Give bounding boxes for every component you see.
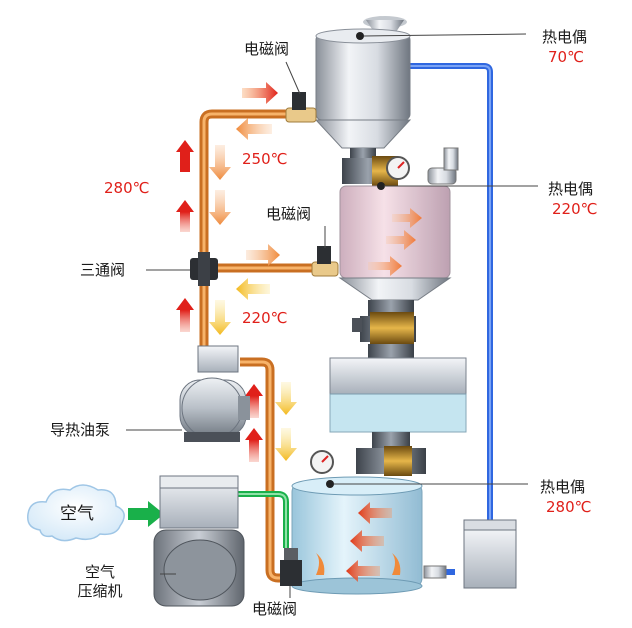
heating-coil xyxy=(356,446,426,476)
air-flow-arrow xyxy=(128,501,164,527)
three-way-valve xyxy=(190,252,218,286)
solenoid-valve-top xyxy=(286,92,316,122)
air-pipe xyxy=(238,494,286,548)
air-compressor-label-line1: 空气 xyxy=(70,563,130,581)
middle-reactor xyxy=(340,186,450,316)
flow-arrow xyxy=(242,82,278,104)
thermocouple-probe xyxy=(326,480,334,488)
pressure-gauge xyxy=(387,157,409,179)
air-compressor-label-line2: 压缩机 xyxy=(70,582,130,600)
flow-arrow xyxy=(245,384,263,462)
air-compressor xyxy=(154,476,244,606)
connector-pipe xyxy=(368,344,414,358)
condenser-box xyxy=(330,358,466,450)
side-fitting xyxy=(428,148,458,184)
flow-arrow xyxy=(209,145,231,335)
thermocouple-top-label: 热电偶 xyxy=(542,28,587,46)
solenoid-valve-mid xyxy=(312,246,338,276)
pipe-upper-temperature: 250℃ xyxy=(242,150,287,168)
thermocouple-probe xyxy=(377,182,385,190)
thermocouple-probe xyxy=(356,32,364,40)
thermo-mid-temperature: 220℃ xyxy=(552,200,597,218)
solenoid-valve-mid-label: 电磁阀 xyxy=(266,205,311,223)
drain-valve xyxy=(424,566,446,578)
oil-pump-label: 导热油泵 xyxy=(50,421,110,439)
flow-arrow xyxy=(176,140,194,332)
pipe-lower-temperature: 220℃ xyxy=(242,309,287,327)
heating-coil xyxy=(352,312,416,344)
three-way-valve-label: 三通阀 xyxy=(80,261,125,279)
solenoid-valve-bottom-label: 电磁阀 xyxy=(252,600,297,618)
air-label: 空气 xyxy=(60,505,94,523)
pipe-left-temperature: 280℃ xyxy=(104,179,149,197)
flow-arrow xyxy=(275,382,297,461)
reservoir-box xyxy=(464,520,516,588)
flow-arrow xyxy=(246,244,280,266)
flow-arrow xyxy=(236,118,272,140)
pressure-gauge xyxy=(311,451,333,473)
solenoid-valve-top-label: 电磁阀 xyxy=(244,40,289,58)
thermocouple-mid-label: 热电偶 xyxy=(548,180,593,198)
oil-pump xyxy=(180,346,250,442)
thermo-bottom-temperature: 280℃ xyxy=(546,498,591,516)
thermocouple-bottom-label: 热电偶 xyxy=(540,478,585,496)
flow-arrow xyxy=(236,278,270,300)
thermo-top-temperature: 70℃ xyxy=(548,48,584,66)
